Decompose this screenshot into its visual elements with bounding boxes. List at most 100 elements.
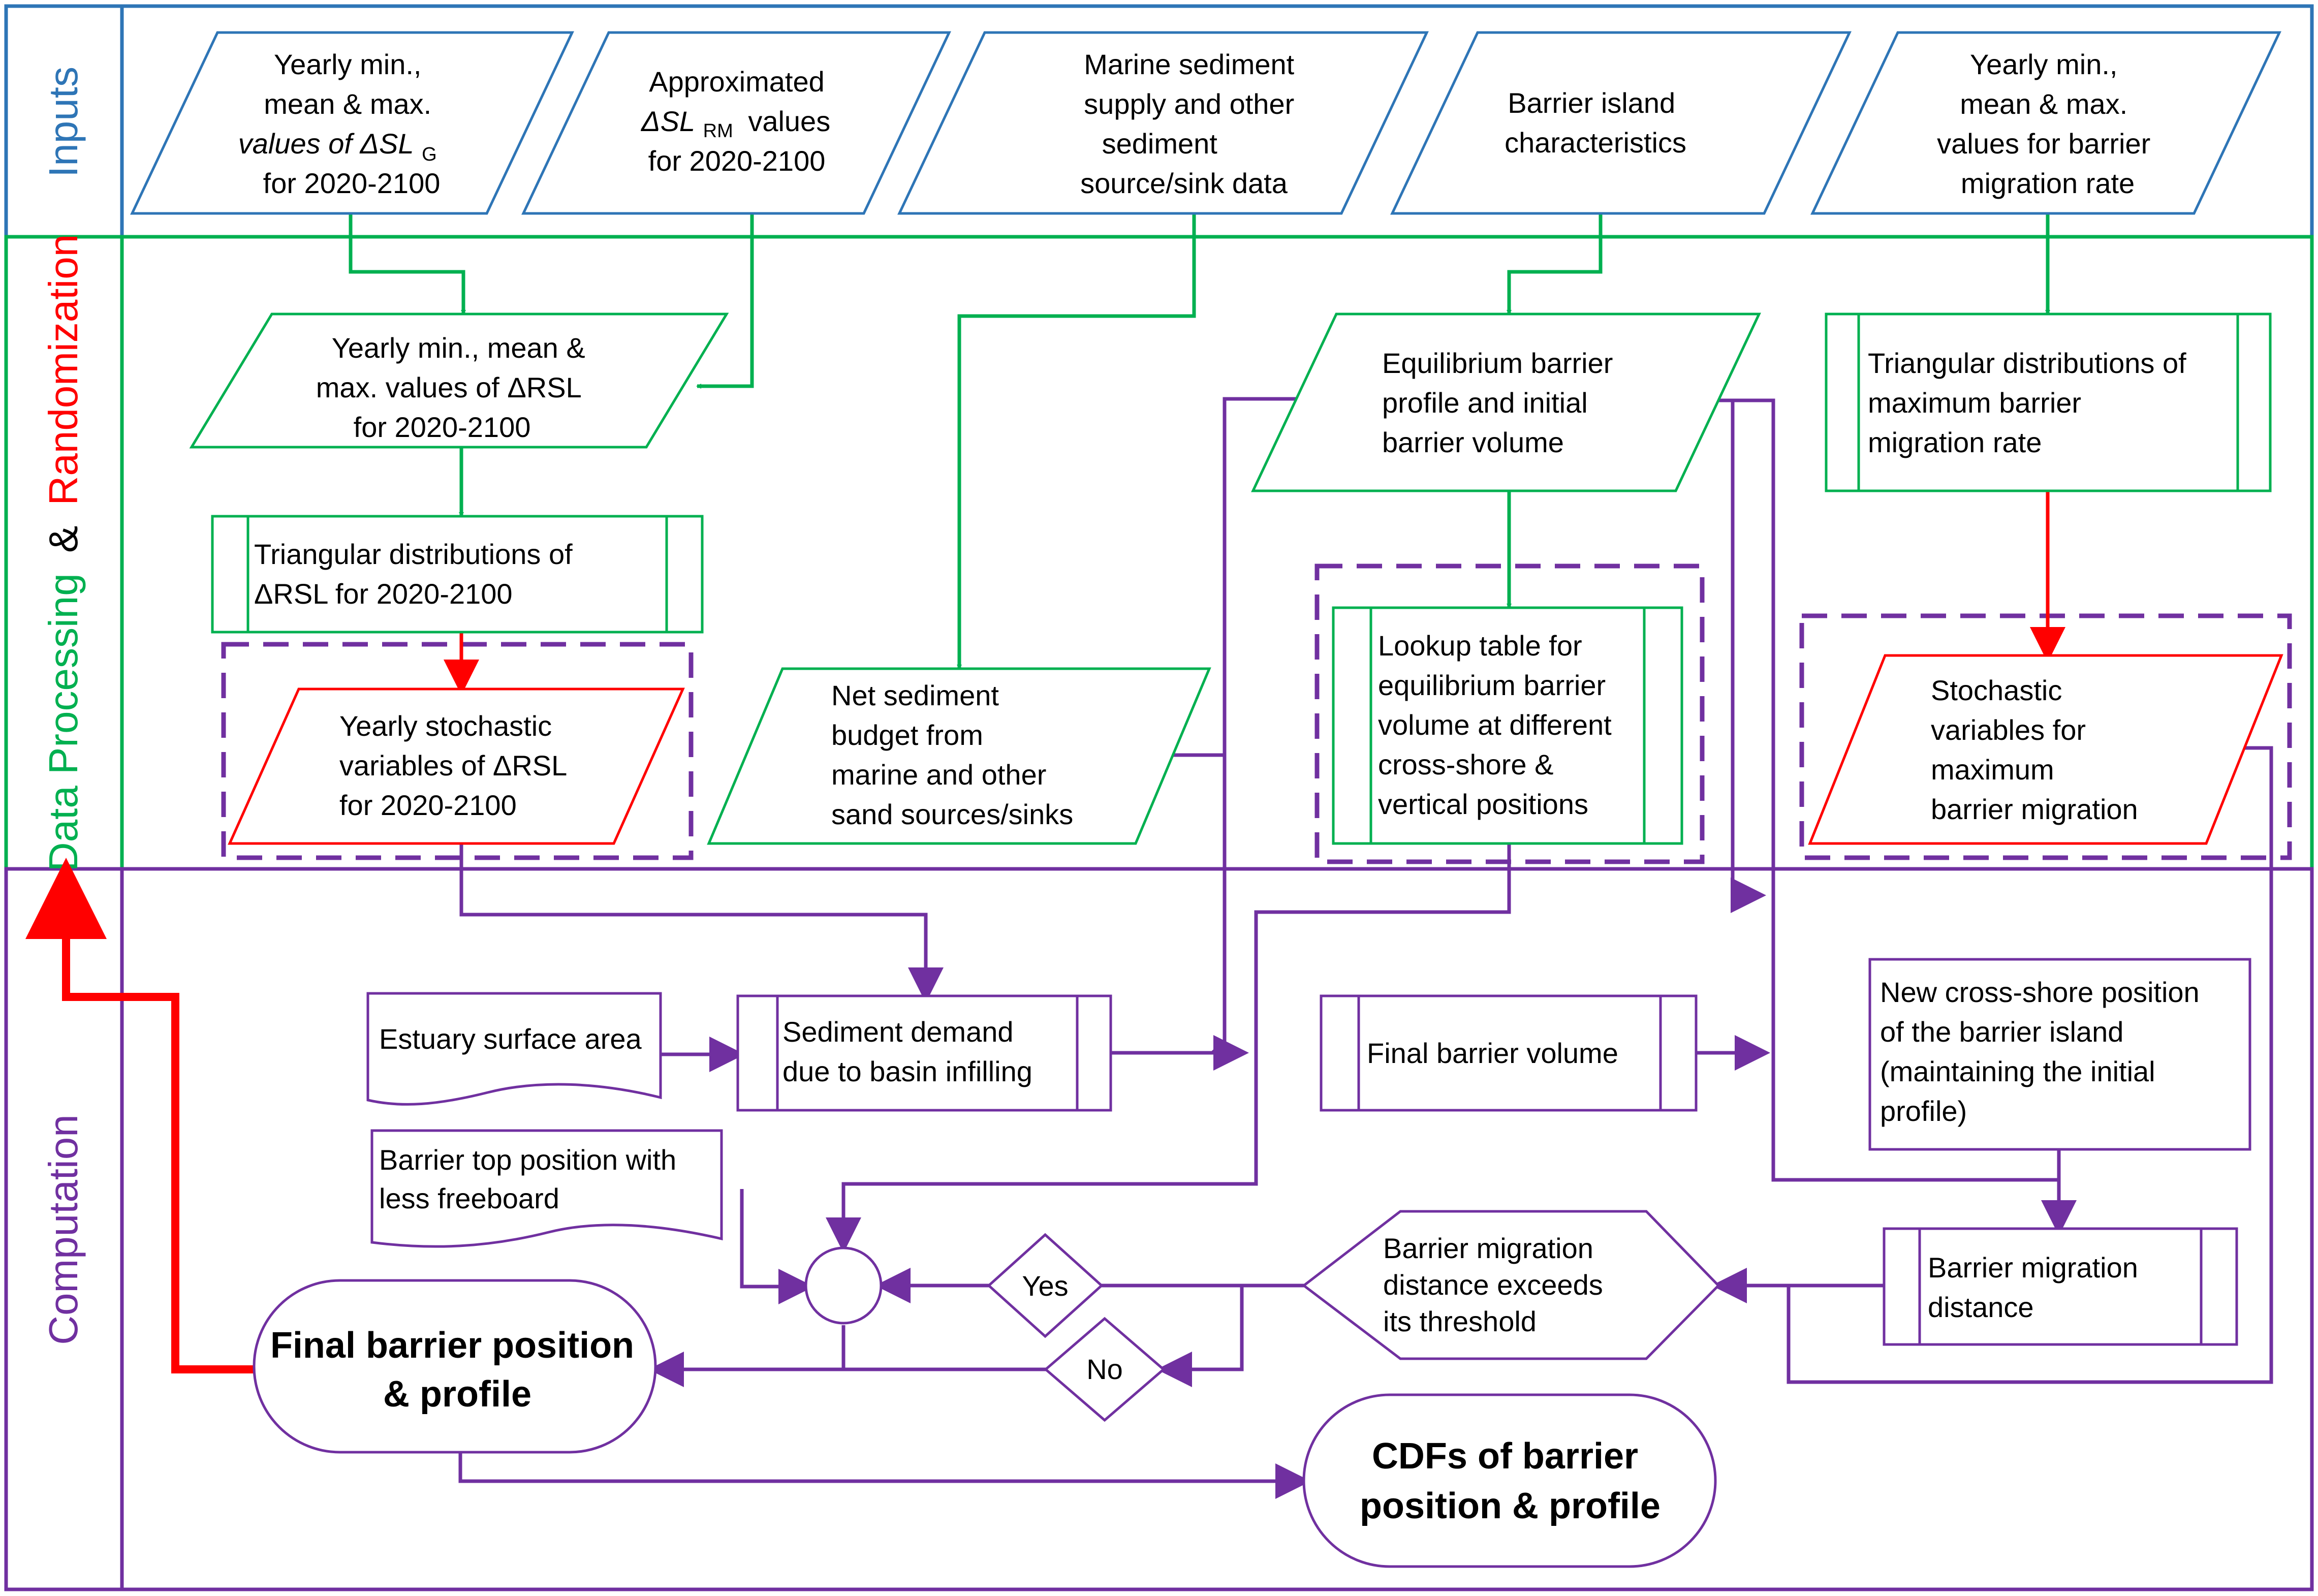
node-c9[interactable] — [1302, 1393, 1717, 1568]
text-c9: CDFs of barrier position & profile — [1360, 1436, 1661, 1526]
node-in1[interactable] — [130, 31, 574, 215]
text-in2-l3: for 2020-2100 — [648, 145, 826, 177]
text-c5: Barrier top position with less freeboard — [379, 1144, 684, 1214]
text-p4-l2: marine and other — [831, 759, 1046, 791]
text-p2: Triangular distributions of ΔRSL for 202… — [254, 538, 580, 610]
connector-in3-to-p4 — [957, 213, 1196, 670]
text-p6: Lookup table for equilibrium barrier vol… — [1378, 630, 1619, 820]
text-p6-l0: Lookup table for — [1378, 630, 1582, 662]
text-p7: Triangular distributions of maximum barr… — [1868, 347, 2194, 458]
text-c6-l0: Barrier migration — [1383, 1232, 1593, 1264]
text-p1: Yearly min., mean & max. values of ΔRSL … — [316, 332, 593, 443]
node-c4[interactable] — [1868, 958, 2251, 1151]
node-p7[interactable] — [1825, 312, 2272, 492]
connector-in1-to-p1 — [349, 213, 466, 315]
node-c5[interactable] — [370, 1129, 723, 1248]
text-c3: Final barrier volume — [1367, 1037, 1618, 1069]
text-c2-l0: Sediment demand — [782, 1016, 1014, 1048]
node-c2[interactable] — [736, 994, 1112, 1112]
text-p5-l2: barrier volume — [1382, 426, 1564, 458]
node-c8[interactable] — [253, 1279, 657, 1454]
node-c6[interactable] — [1301, 1210, 1720, 1360]
connector-p5-to-c2-loop — [1211, 397, 1301, 1054]
text-p7-l0: Triangular distributions of — [1868, 347, 2186, 379]
lane-computation-frame — [4, 867, 2314, 1591]
node-yes[interactable] — [987, 1233, 1104, 1338]
text-p5-l1: profile and initial — [1382, 387, 1588, 419]
node-p6[interactable] — [1332, 606, 1683, 845]
connector-c5-to-merge — [740, 1189, 814, 1304]
text-in5-l1: mean & max. — [1960, 88, 2127, 120]
text-in5: Yearly min., mean & max. values for barr… — [1937, 48, 2158, 199]
text-in2-l0: Approximated — [649, 66, 825, 98]
lane-label-computation: Computation — [41, 1114, 86, 1345]
text-c9-l1: position & profile — [1360, 1486, 1661, 1526]
text-in2-row3: for 2020-2100 — [648, 145, 826, 177]
text-p6-l4: vertical positions — [1378, 788, 1588, 820]
text-p8-l1: variables for — [1931, 714, 2086, 746]
connector-in2-to-p1 — [696, 213, 754, 389]
text-p5-l0: Equilibrium barrier — [1382, 347, 1613, 379]
node-in4[interactable] — [1390, 31, 1852, 215]
text-c4-l1: of the barrier island — [1880, 1016, 2123, 1048]
node-c1[interactable] — [366, 992, 662, 1106]
text-p2-l0: Triangular distributions of — [254, 538, 573, 570]
node-c3[interactable] — [1320, 994, 1698, 1112]
node-p2[interactable] — [211, 515, 704, 634]
node-in5[interactable] — [1810, 31, 2281, 215]
text-p4-l0: Net sediment — [831, 679, 999, 711]
text-in2: Approximated — [649, 66, 825, 98]
text-p8-l2: maximum — [1931, 754, 2054, 786]
node-p4[interactable] — [707, 667, 1211, 845]
node-p5[interactable] — [1251, 312, 1761, 492]
text-p1-l1: max. values of ΔRSL — [316, 371, 581, 403]
text-p1-l0: Yearly min., mean & — [332, 332, 585, 364]
node-in3[interactable] — [897, 31, 1429, 215]
text-p4-l1: budget from — [831, 719, 983, 751]
text-p6-l3: cross-shore & — [1378, 748, 1553, 780]
text-in3-l0: Marine sediment — [1084, 48, 1294, 80]
text-in1: Yearly min., mean & max. values of ΔSL G… — [238, 48, 445, 199]
text-yes: Yes — [1022, 1270, 1068, 1302]
text-c9-l0: CDFs of barrier — [1372, 1436, 1638, 1477]
text-c8-l1: & profile — [383, 1374, 531, 1415]
text-c5-l0: Barrier top position with — [379, 1144, 676, 1176]
text-p5: Equilibrium barrier profile and initial … — [1382, 347, 1621, 458]
node-p8[interactable] — [1808, 654, 2283, 845]
node-p1[interactable] — [189, 312, 729, 449]
text-in5-l3: migration rate — [1961, 167, 2135, 199]
node-in2[interactable] — [521, 31, 951, 215]
node-c7[interactable] — [1883, 1227, 2238, 1346]
text-in1-l1: mean & max. — [264, 88, 431, 120]
connector-p5-to-c4 — [1712, 398, 1766, 913]
text-in3-l2: sediment — [1102, 128, 1218, 160]
computation — [253, 958, 2251, 1568]
text-in4-l0: Barrier island — [1508, 87, 1675, 119]
swimlanes — [4, 4, 2314, 1591]
text-c7-l1: distance — [1928, 1291, 2034, 1323]
node-no[interactable] — [1044, 1317, 1166, 1422]
text-in3: Marine sediment supply and other sedimen… — [1080, 48, 1302, 199]
lane-label-processing: Data Processing & Randomization — [41, 234, 86, 871]
text-p1-l2: for 2020-2100 — [354, 411, 531, 443]
text-c4-l3: profile) — [1880, 1095, 1967, 1127]
text-p3: Yearly stochastic variables of ΔRSL for … — [339, 710, 574, 821]
text-c8: Final barrier position & profile — [270, 1325, 644, 1415]
text-p6-l1: equilibrium barrier — [1378, 669, 1606, 701]
text-p6-l2: volume at different — [1378, 709, 1612, 741]
stochastic-group-rsl — [221, 642, 694, 860]
node-texts: Yearly min., mean & max. values of ΔSL G… — [238, 48, 2200, 1526]
text-p8: Stochastic variables for maximum barrier… — [1931, 674, 2138, 825]
connector-p6-to-merge — [826, 843, 1511, 1253]
text-in2-l1: ΔSL — [640, 105, 695, 137]
connector-final-to-cdf — [458, 1452, 1311, 1499]
text-p3-l2: for 2020-2100 — [339, 789, 517, 821]
text-p8-l0: Stochastic — [1931, 674, 2062, 706]
text-p3-l1: variables of ΔRSL — [339, 749, 567, 781]
text-c4-l0: New cross-shore position — [1880, 976, 2200, 1008]
text-c2-l1: due to basin infilling — [782, 1055, 1032, 1087]
text-c6-l2: its threshold — [1383, 1305, 1537, 1337]
node-p3[interactable] — [228, 687, 685, 845]
node-merge[interactable] — [804, 1246, 883, 1325]
